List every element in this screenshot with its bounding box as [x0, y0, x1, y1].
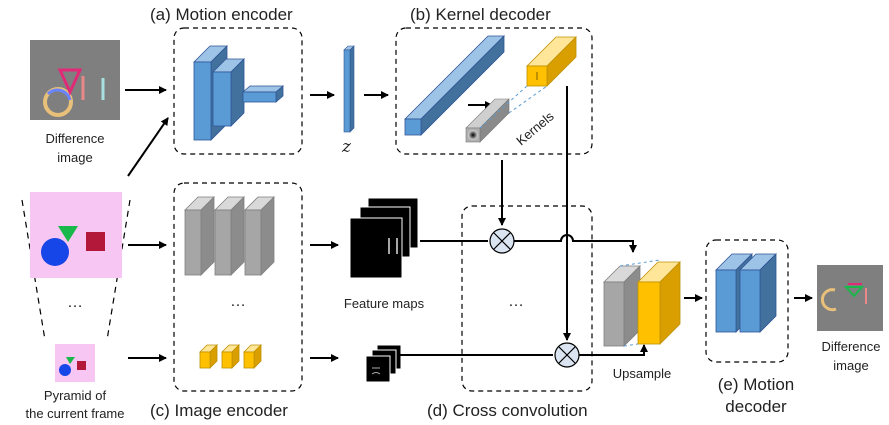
- kernels-label: Kernels: [513, 108, 557, 148]
- kernel-decoder-box: [395, 27, 593, 155]
- diff-image-label-2: image: [57, 150, 92, 165]
- current-frame-large: [30, 192, 122, 278]
- upsample-stack: [603, 259, 681, 347]
- line-multiply-top-to-upsample: [514, 234, 637, 253]
- kernel-link-2: [508, 85, 548, 114]
- upsample-label: Upsample: [613, 366, 672, 381]
- pyramid-label-2: the current frame: [26, 406, 125, 421]
- image-encoder-gray-blocks: [184, 196, 275, 276]
- kernel-yellow-bar: [526, 36, 577, 87]
- pyramid-dots: …: [67, 294, 83, 311]
- current-frame-small: [55, 344, 95, 382]
- arrow-frame-to-encoder: [127, 117, 169, 177]
- line-multiply-bottom-to-upsample: [579, 344, 648, 356]
- image-encoder-title: (c) Image encoder: [150, 401, 288, 420]
- cross-convolution-title: (d) Cross convolution: [427, 401, 588, 420]
- image-encoder-box: [173, 182, 303, 392]
- feature-maps-label: Feature maps: [344, 296, 425, 311]
- cross-convolution-box: [461, 205, 593, 392]
- motion-encoder-box: [173, 27, 303, 155]
- motion-encoder-blocks: [193, 45, 285, 141]
- z-label: z: [341, 137, 352, 157]
- input-difference-image: [30, 40, 120, 120]
- feature-maps-small: [365, 344, 402, 383]
- motion-decoder-title-line2: decoder: [725, 397, 787, 416]
- motion-decoder-blocks: [715, 253, 777, 333]
- output-difference-image: [817, 265, 883, 331]
- multiply-node-top: [489, 228, 515, 254]
- output-diff-label-1: Difference: [821, 339, 880, 354]
- motion-decoder-box: [705, 239, 789, 363]
- kernel-decoder-bar: [404, 35, 505, 136]
- z-vector: [343, 45, 355, 133]
- pyramid-label-1: Pyramid of: [44, 388, 107, 403]
- output-diff-label-2: image: [833, 358, 868, 373]
- image-encoder-dots: …: [230, 293, 246, 310]
- kernel-decoder-title: (b) Kernel decoder: [410, 5, 551, 24]
- kernel-gray-bar: [465, 98, 510, 143]
- motion-encoder-title: (a) Motion encoder: [150, 5, 293, 24]
- image-encoder-yellow-blocks: [199, 344, 262, 369]
- diff-image-label-1: Difference: [45, 131, 104, 146]
- multiply-node-bottom: [554, 342, 580, 368]
- feature-maps-large: [349, 197, 419, 279]
- kernel-link-1: [479, 85, 528, 129]
- cross-convolution-dots: …: [508, 293, 524, 310]
- motion-decoder-title-line1: (e) Motion: [718, 375, 795, 394]
